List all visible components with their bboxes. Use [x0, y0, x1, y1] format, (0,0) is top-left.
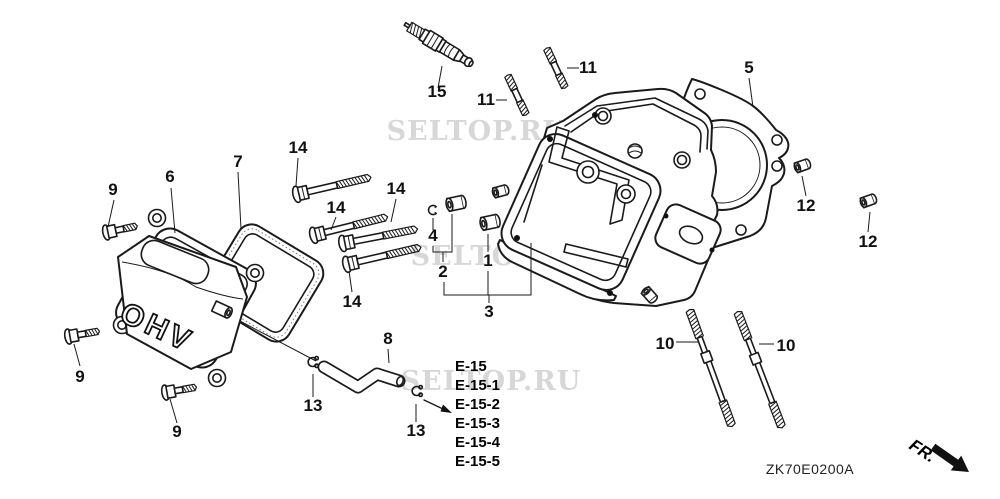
bolt-9-top — [100, 217, 140, 242]
bolt-9-bottom — [159, 378, 199, 402]
callout-13-1: 13 — [304, 396, 323, 415]
callout-1: 1 — [483, 251, 492, 270]
reference-link-list: E-15 E-15-1 E-15-2 E-15-3 E-15-4 E-15-5 — [455, 358, 501, 470]
callout-7: 7 — [233, 152, 242, 171]
cylinder-head-drawing — [490, 87, 722, 307]
stud-11-right — [542, 45, 570, 91]
breather-tube-drawing — [317, 360, 406, 394]
stud-10-left — [684, 307, 738, 429]
bolt-9-left — [62, 322, 102, 346]
cover-mount-holes — [112, 208, 265, 388]
callout-leader-lines — [73, 65, 871, 424]
callout-13-2: 13 — [407, 421, 426, 440]
callout-3: 3 — [484, 302, 493, 321]
reference-link-e15-1[interactable]: E-15-1 — [455, 377, 500, 394]
callout-11-2: 11 — [579, 58, 597, 77]
breather-boss — [210, 300, 233, 319]
diagram-code: ZK70E0200A — [766, 461, 854, 477]
clip-13-left — [307, 355, 320, 369]
pivot-2-drawing — [444, 194, 468, 213]
reference-link-e15[interactable]: E-15 — [455, 358, 487, 375]
clip-4-drawing — [427, 204, 437, 216]
pivot-1-drawing — [478, 213, 502, 232]
callout-10-2: 10 — [777, 336, 796, 355]
callout-9-3: 9 — [172, 422, 181, 441]
callout-11-1: 11 — [477, 90, 495, 109]
callout-14-1: 14 — [289, 138, 308, 157]
spark-plug-drawing — [403, 21, 474, 68]
callout-8: 8 — [383, 329, 392, 348]
callout-9-1: 9 — [108, 180, 117, 199]
callout-10-1: 10 — [656, 334, 675, 353]
reference-link-e15-3[interactable]: E-15-3 — [455, 415, 500, 432]
callout-14-3: 14 — [387, 179, 406, 198]
front-direction-marker: FR. — [906, 435, 969, 472]
reference-link-e15-4[interactable]: E-15-4 — [455, 434, 501, 451]
callout-12-2: 12 — [859, 232, 878, 251]
reference-link-e15-2[interactable]: E-15-2 — [455, 396, 500, 413]
cap-12-right — [858, 192, 879, 209]
callout-6: 6 — [165, 167, 174, 186]
stud-10-right — [732, 309, 788, 431]
reference-arrow — [423, 399, 452, 413]
stud-11-left — [503, 72, 531, 118]
front-direction-arrow-icon — [930, 443, 969, 472]
callout-14-4: 14 — [343, 292, 362, 311]
watermark-text-3: SELTOP.RU — [401, 366, 582, 397]
callout-14-2: 14 — [327, 198, 346, 217]
callout-4: 4 — [428, 226, 438, 245]
callout-12-1: 12 — [797, 196, 816, 215]
assembly-line-breather — [237, 319, 317, 362]
reference-link-e15-5[interactable]: E-15-5 — [455, 453, 500, 470]
assembly-bracket-lines — [432, 214, 532, 303]
callout-5: 5 — [744, 58, 753, 77]
callout-2: 2 — [438, 262, 447, 281]
callout-9-2: 9 — [75, 367, 84, 386]
cap-12-left — [792, 157, 813, 174]
valve-cover-drawing: OHV — [112, 208, 265, 388]
callout-15: 15 — [428, 82, 447, 101]
watermark-text-1: SELTOP.RU — [387, 116, 568, 147]
